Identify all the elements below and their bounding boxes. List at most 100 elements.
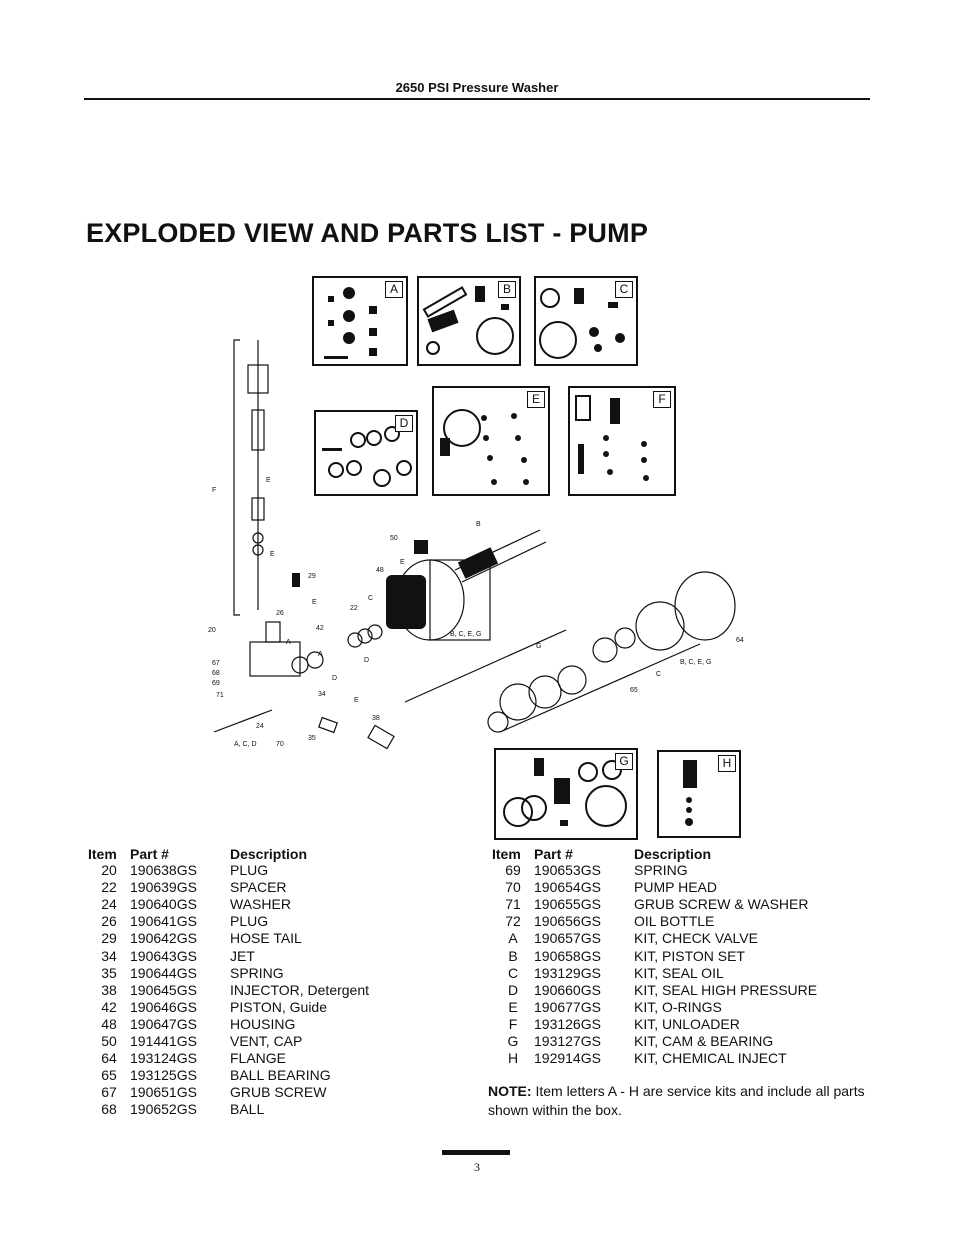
kit-box-d: D [314,410,418,496]
item-cell: 48 [101,1015,117,1032]
item-cell: 26 [101,913,117,930]
callout-e-5: E [354,697,359,704]
description-cell: PLUG [230,862,269,879]
description-cell: KIT, PISTON SET [634,947,745,964]
callout-64: 64 [736,637,744,644]
description-cell: KIT, SEAL OIL [634,964,724,981]
kit-box-g: G [494,748,638,840]
description-cell: VENT, CAP [230,1032,303,1049]
kit-letter-c: C [615,281,633,298]
description-cell: PLUG [230,913,269,930]
kit-b-parts-drawing [422,286,514,355]
kit-f-parts-drawing [575,395,649,481]
kit-letter-f: F [653,391,671,408]
item-cell: 67 [101,1084,117,1101]
item-cell: 20 [101,862,117,879]
kit-g-parts-drawing [503,758,627,827]
description-cell: GRUB SCREW & WASHER [634,896,809,913]
callout-22: 22 [350,605,358,612]
column-header-description: Description [230,845,308,862]
header-title: 2650 PSI Pressure Washer [395,80,559,95]
item-cell: 24 [101,896,117,913]
item-cell: 64 [101,1050,117,1067]
note-label: NOTE: [488,1083,532,1099]
callout-f: F [212,487,216,494]
callout-20: 20 [208,627,216,634]
part-number-cell: 190660GS [534,981,601,998]
callout-a-1: A [286,639,291,646]
item-cell: 50 [101,1032,117,1049]
description-cell: HOSE TAIL [230,930,302,947]
callout-38: 38 [372,715,380,722]
part-number-cell: 190652GS [130,1101,197,1118]
part-number-cell: 190677GS [534,998,601,1015]
description-cell: WASHER [230,896,291,913]
kit-box-a: A [312,276,408,366]
item-cell: 68 [101,1101,117,1118]
description-cell: PISTON, Guide [230,998,328,1015]
item-cell: D [507,981,519,998]
description-cell: FLANGE [230,1050,287,1067]
item-cell: 72 [505,913,521,930]
callout-29: 29 [308,573,316,580]
item-cell: 29 [101,930,117,947]
part-number-cell: 192914GS [534,1050,601,1067]
column-header-part: Part # [130,845,169,862]
kit-box-h: H [657,750,741,838]
callout-e-2: E [270,551,275,558]
kit-letter-b: B [498,281,516,298]
item-cell: 69 [505,862,521,879]
kit-letter-g: G [615,753,633,770]
column-header-item: Item [88,845,117,862]
item-cell: A [508,930,518,947]
callout-d-1: D [332,675,337,682]
kit-letter-a: A [385,281,403,298]
callout-69: 69 [212,680,220,687]
description-cell: KIT, CHECK VALVE [634,930,758,947]
description-cell: KIT, CAM & BEARING [634,1032,774,1049]
callout-42: 42 [316,625,324,632]
kit-box-b: B [417,276,521,366]
part-number-cell: 190644GS [130,964,197,981]
callout-35: 35 [308,735,316,742]
part-number-cell: 193125GS [130,1067,197,1084]
kit-a-parts-drawing [324,287,377,359]
kit-box-f: F [568,386,676,496]
column-header-item: Item [492,845,521,862]
part-number-cell: 190647GS [130,1015,197,1032]
callout-a-2: A [318,651,323,658]
item-cell: C [507,964,519,981]
header-rule [84,98,870,100]
kit-letter-e: E [527,391,545,408]
service-kit-note: NOTE: Item letters A - H are service kit… [488,1082,868,1120]
callout-24: 24 [256,723,264,730]
description-cell: BALL BEARING [230,1067,331,1084]
description-cell: PUMP HEAD [634,879,717,896]
callout-70: 70 [276,741,284,748]
callout-71: 71 [216,692,224,699]
callout-68: 68 [212,670,220,677]
part-number-cell: 193126GS [534,1015,601,1032]
description-cell: INJECTOR, Detergent [230,981,370,998]
callout-c-2: C [656,671,661,678]
item-cell: H [507,1050,519,1067]
callout-e-3: E [312,599,317,606]
kit-box-e: E [432,386,550,496]
kit-box-c: C [534,276,638,366]
item-cell: E [508,998,518,1015]
